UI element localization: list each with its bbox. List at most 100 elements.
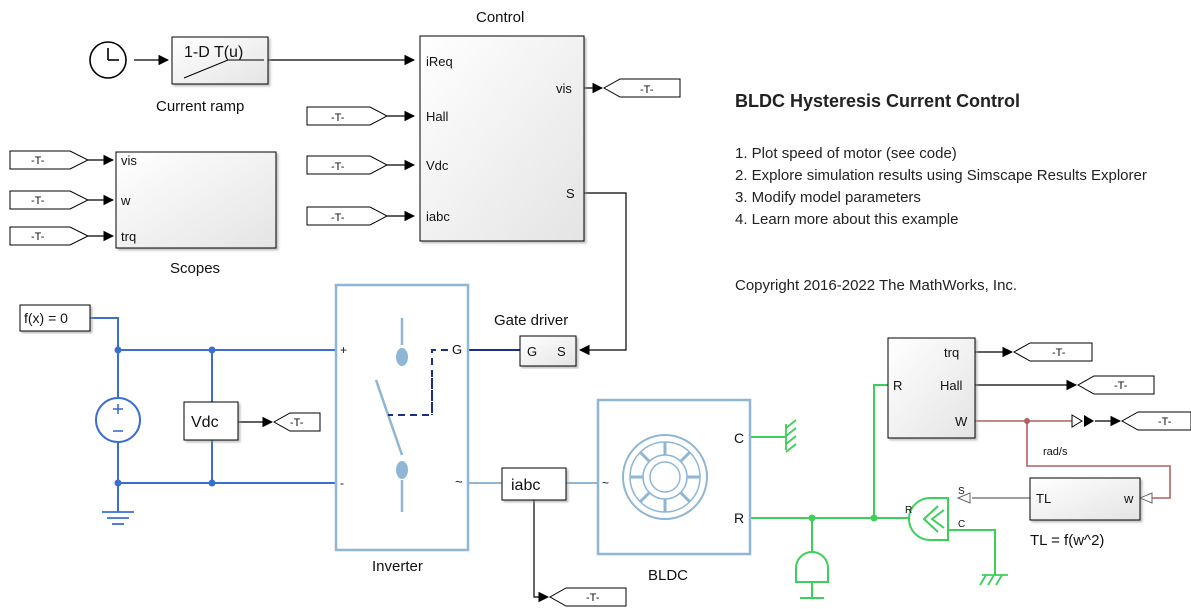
load-caption: TL = f(w^2)	[1030, 532, 1104, 549]
sensor-port-w: W	[955, 414, 968, 429]
node-dot	[208, 346, 216, 354]
load-label: TL	[1036, 491, 1051, 506]
svg-text:-: -	[340, 476, 344, 490]
bldc-port-c: C	[734, 430, 744, 446]
goto-tag-iabc[interactable]: -T-	[548, 587, 627, 607]
control-subsystem[interactable]: iReq Hall Vdc iabc vis S	[419, 35, 585, 242]
control-port-hall: Hall	[426, 109, 449, 124]
svg-text:-T-: -T-	[1114, 380, 1128, 392]
motor-icon	[622, 434, 708, 520]
scopes-subsystem[interactable]: vis w trq	[115, 151, 277, 249]
inverter-port-tilde: ~	[455, 474, 463, 489]
from-tag-hall[interactable]: -T-	[306, 106, 389, 126]
lookup-caption: Current ramp	[156, 98, 244, 115]
lookup-label: 1-D T(u)	[184, 44, 243, 61]
sensor-port-trq: trq	[944, 345, 959, 360]
bldc-port-r: R	[734, 510, 744, 526]
node-dot	[808, 514, 816, 522]
control-port-vis: vis	[556, 81, 572, 96]
ps-port-arrow	[1138, 492, 1153, 504]
goto-tag-w[interactable]: -T-	[1120, 411, 1191, 431]
signal-unit-label: rad/s	[1043, 446, 1068, 458]
sensor-port-r: R	[893, 378, 902, 393]
node-dot	[870, 514, 878, 522]
step-explore-results-link[interactable]: 2. Explore simulation results using Sims…	[735, 167, 1147, 184]
gate-driver-block[interactable]: G S	[519, 335, 577, 367]
gate-driver-port-g: G	[527, 344, 537, 359]
ps-converter-arrow	[1084, 415, 1094, 427]
svg-text:-T-: -T-	[331, 112, 345, 124]
svg-text:-T-: -T-	[31, 231, 45, 243]
wire-w-to-load	[1026, 421, 1171, 499]
inverter-block[interactable]: + - G ~	[334, 283, 470, 552]
node-dot	[1024, 418, 1030, 424]
current-ramp-lookup-block[interactable]: 1-D T(u)	[171, 36, 269, 85]
from-tag-vdc[interactable]: -T-	[306, 155, 389, 175]
goto-tag-hall[interactable]: -T-	[1076, 375, 1155, 395]
bldc-port-tilde: ~	[602, 476, 609, 490]
step-modify-parameters-link[interactable]: 3. Modify model parameters	[735, 189, 921, 206]
inertia-block[interactable]	[795, 551, 829, 599]
scopes-caption: Scopes	[170, 260, 220, 277]
ps-port-arrow	[956, 492, 971, 504]
mechanical-reference-icon	[785, 419, 797, 453]
control-port-iabc: iabc	[426, 209, 450, 224]
switch-icon	[396, 348, 408, 366]
torque-port-c: C	[958, 519, 965, 530]
node-dot	[208, 479, 216, 487]
goto-tag-trq[interactable]: -T-	[1012, 342, 1093, 362]
node-dot	[114, 346, 122, 354]
control-port-ireq: iReq	[426, 54, 453, 69]
from-tag-iabc[interactable]: -T-	[306, 206, 389, 226]
load-port-w: w	[1123, 491, 1134, 506]
svg-text:-T-: -T-	[31, 155, 45, 167]
torque-arrow-icon	[922, 505, 939, 533]
dc-voltage-source[interactable]	[95, 397, 141, 443]
iabc-sensor-block[interactable]: iabc	[501, 467, 567, 501]
goto-tag-vis[interactable]: -T-	[602, 78, 681, 98]
copyright-text: Copyright 2016-2022 The MathWorks, Inc.	[735, 277, 1018, 294]
switch-icon	[396, 461, 408, 479]
svg-text:-T-: -T-	[331, 212, 345, 224]
model-title: BLDC Hysteresis Current Control	[735, 91, 1021, 111]
solver-configuration-block[interactable]: f(x) = 0	[19, 304, 91, 332]
wire-sensor-r	[873, 384, 888, 518]
load-torque-subsystem[interactable]: TL w	[1029, 477, 1141, 521]
vdc-sensor-block[interactable]: Vdc	[183, 401, 239, 441]
step-learn-more-link[interactable]: 4. Learn more about this example	[735, 211, 959, 228]
svg-text:-T-: -T-	[586, 592, 600, 604]
goto-tag-vdc[interactable]: -T-	[272, 412, 321, 432]
scopes-port-trq: trq	[121, 229, 136, 244]
inverter-port-g: G	[452, 342, 462, 357]
ideal-torque-source[interactable]: R S C	[905, 486, 965, 541]
control-title: Control	[476, 9, 524, 26]
from-tag-scope-vis[interactable]: -T-	[9, 150, 90, 170]
inverter-caption: Inverter	[372, 558, 423, 575]
ps-converter-arrow	[1071, 414, 1083, 428]
from-tag-scope-w[interactable]: -T-	[9, 190, 90, 210]
torque-port-r: R	[905, 505, 912, 516]
sensor-port-hall: Hall	[940, 378, 963, 393]
control-port-s: S	[566, 186, 575, 201]
svg-text:+: +	[340, 343, 347, 357]
node-dot	[114, 479, 122, 487]
scopes-port-vis: vis	[121, 153, 137, 168]
mechanical-reference-icon	[979, 574, 1008, 586]
motor-sensor-subsystem[interactable]: R trq Hall W	[887, 337, 976, 439]
step-plot-speed-link[interactable]: 1. Plot speed of motor (see code)	[735, 145, 957, 162]
svg-text:-T-: -T-	[1052, 347, 1066, 359]
solver-label: f(x) = 0	[24, 310, 68, 326]
clock-block[interactable]	[89, 41, 127, 79]
svg-text:-T-: -T-	[640, 84, 654, 96]
wire-iabc-out	[533, 500, 550, 603]
svg-text:-T-: -T-	[1158, 416, 1172, 428]
iabc-sensor-label: iabc	[511, 477, 540, 494]
scopes-port-w: w	[120, 193, 131, 208]
svg-text:-T-: -T-	[31, 195, 45, 207]
svg-text:-T-: -T-	[331, 161, 345, 173]
ramp-icon	[183, 59, 264, 79]
bldc-motor-block[interactable]: ~ C R	[596, 398, 752, 556]
from-tag-scope-trq[interactable]: -T-	[9, 226, 90, 246]
control-port-vdc: Vdc	[426, 158, 449, 173]
